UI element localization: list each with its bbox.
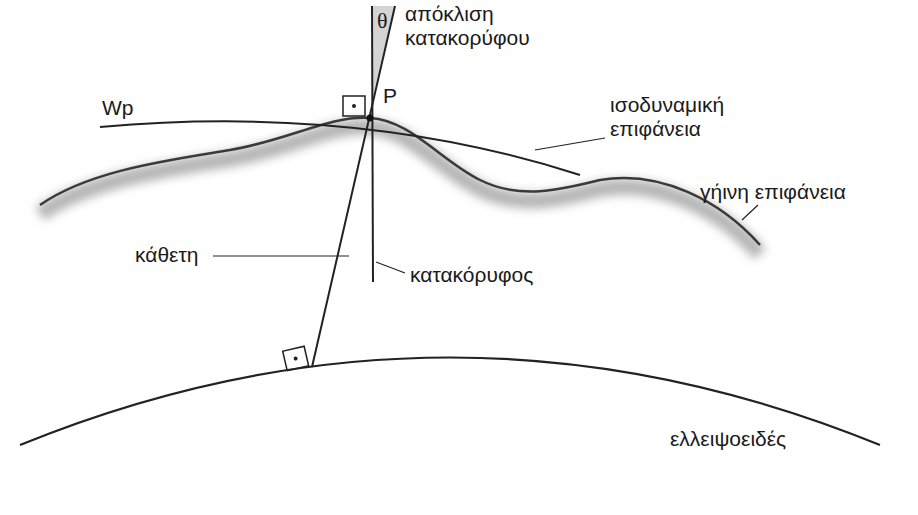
vertical-line [372, 6, 373, 282]
point-label: P [383, 84, 413, 108]
equipotential-label: ισοδυναμική επιφάνεια [610, 93, 760, 141]
vertical-label: κατακόρυφος [410, 263, 570, 287]
terrain-shading [40, 127, 760, 254]
leader-line [376, 262, 405, 273]
normal-label: κάθετη [135, 243, 215, 267]
ellipsoid-label: ελλειψοειδές [670, 427, 850, 451]
right-angle-dot [352, 104, 356, 108]
equipotential-surface [100, 121, 580, 175]
leader-line [213, 255, 349, 256]
terrain-label: γήινη επιφάνεια [700, 180, 900, 204]
angle-symbol: θ [377, 8, 397, 33]
point-p [367, 115, 374, 122]
right-angle-mark [343, 96, 365, 116]
leader-line [742, 205, 758, 220]
deflection-label: απόκλιση κατακορύφου [405, 2, 555, 50]
normal-line [312, 6, 395, 367]
leader-line [535, 138, 605, 150]
surface-name: Wp [102, 96, 162, 120]
right-angle-foot [283, 346, 309, 370]
